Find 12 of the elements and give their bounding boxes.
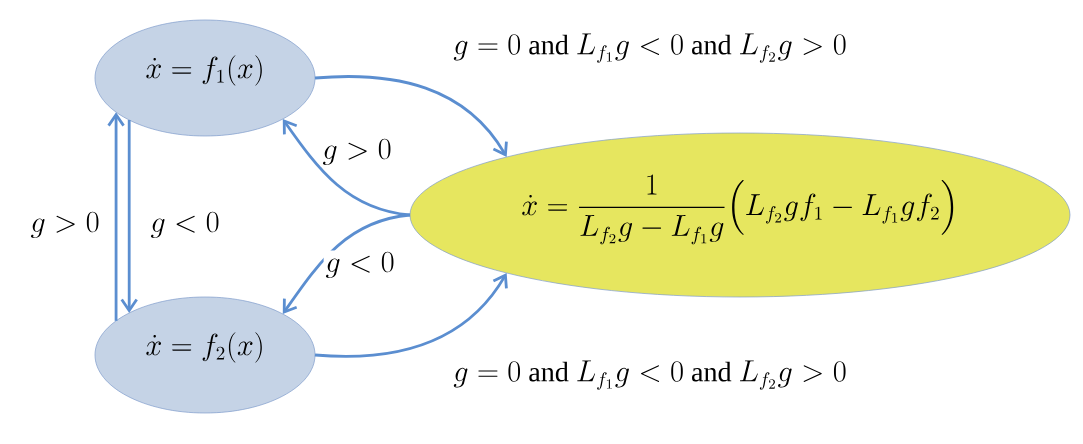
edge-label: $g < 0$ <box>148 210 222 240</box>
edge-label: $g = 0 \ \mathrm{and}\ L_{f_1}g < 0 \ \mathrm{and}\ L_{f_2}g > 0$ <box>451 358 849 392</box>
arrow <box>282 119 411 217</box>
arrow <box>107 112 125 321</box>
edge-label: $g = 0 \ \mathrm{and}\ L_{f_1}g < 0 \ \mathrm{and}\ L_{f_2}g > 0$ <box>451 31 849 65</box>
arrow <box>120 120 138 313</box>
edge-label: $g > 0$ <box>28 210 102 240</box>
arrow <box>314 272 508 358</box>
arrow <box>282 213 411 314</box>
edge-label: $g < 0$ <box>323 250 397 280</box>
edge-label: $g > 0$ <box>320 137 394 167</box>
arrow <box>314 75 508 158</box>
